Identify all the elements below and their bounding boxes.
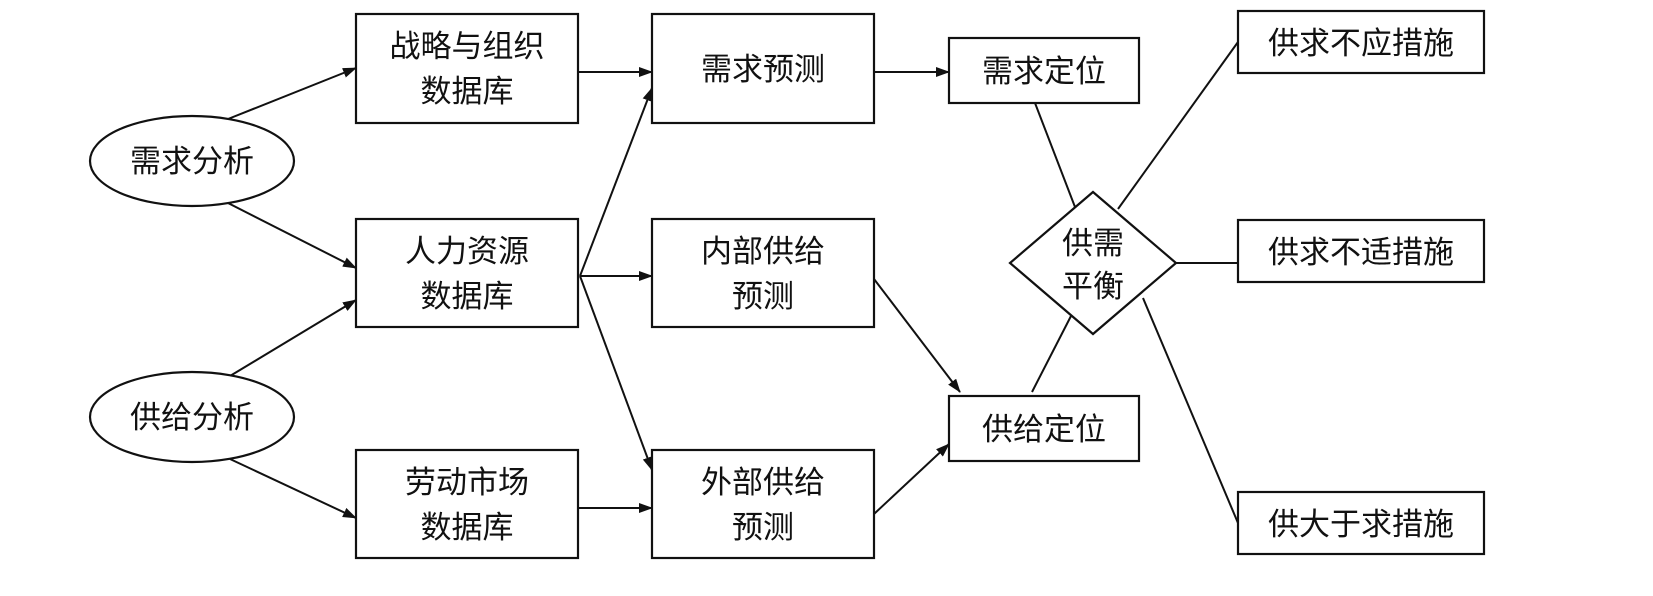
labor-db-node: 劳动市场 数据库 [354, 448, 580, 560]
arrow-hr-db-to-demand-forecast [579, 87, 653, 277]
supply-position-node: 供给定位 [947, 394, 1141, 463]
demand-position-node: 需求定位 [947, 36, 1141, 105]
external-forecast-label-line1: 外部供给 [701, 465, 825, 501]
supply-analysis-node: 供给分析 [88, 370, 296, 464]
internal-forecast-label-line2: 预测 [732, 279, 794, 315]
external-forecast-label-line2: 预测 [732, 510, 794, 546]
balance-decision-node: 供需 平衡 [1008, 190, 1178, 336]
supply-analysis-label: 供给分析 [130, 400, 254, 436]
measure-mismatch-node: 供求不适措施 [1236, 218, 1486, 284]
external-forecast-node: 外部供给 预测 [650, 448, 876, 560]
supply-position-label: 供给定位 [982, 412, 1106, 448]
measure-surplus-label: 供大于求措施 [1268, 507, 1454, 543]
arrow-demand-analysis-to-hr-db [227, 202, 357, 269]
balance-label-line1: 供需 [1062, 226, 1124, 262]
internal-forecast-label-line1: 内部供给 [701, 234, 825, 270]
demand-position-label: 需求定位 [982, 54, 1106, 90]
strategy-db-label-line1: 战略与组织 [390, 29, 545, 65]
measure-surplus-node: 供大于求措施 [1236, 490, 1486, 556]
line-balance-to-measure-shortage [1117, 41, 1239, 210]
arrow-supply-analysis-to-hr-db [229, 299, 357, 377]
demand-analysis-node: 需求分析 [88, 114, 296, 208]
demand-forecast-node: 需求预测 [650, 12, 876, 125]
balance-label-line2: 平衡 [1062, 269, 1124, 305]
measure-shortage-label: 供求不应措施 [1268, 26, 1454, 62]
arrow-internal-forecast-to-supply-position [873, 278, 961, 393]
measure-mismatch-label: 供求不适措施 [1268, 235, 1454, 271]
arrow-demand-analysis-to-strategy-db [227, 67, 357, 120]
connector-layer [227, 41, 1239, 524]
measure-shortage-node: 供求不应措施 [1236, 9, 1486, 75]
arrow-external-forecast-to-supply-position [873, 443, 950, 515]
line-balance-to-measure-surplus [1142, 297, 1239, 524]
internal-forecast-node: 内部供给 预测 [650, 217, 876, 329]
line-demand-position-to-balance [1034, 102, 1076, 208]
labor-db-label-line1: 劳动市场 [405, 465, 529, 501]
arrow-supply-analysis-to-labor-db [229, 458, 357, 519]
labor-db-label-line2: 数据库 [421, 510, 514, 546]
line-supply-position-to-balance [1031, 315, 1072, 393]
hr-db-label-line2: 数据库 [421, 279, 514, 315]
strategy-db-node: 战略与组织 数据库 [354, 12, 580, 125]
strategy-db-label-line2: 数据库 [421, 74, 514, 110]
demand-forecast-label: 需求预测 [701, 52, 825, 88]
hr-db-node: 人力资源 数据库 [354, 217, 580, 329]
demand-analysis-label: 需求分析 [130, 144, 254, 180]
hr-db-label-line1: 人力资源 [405, 234, 529, 270]
arrow-hr-db-to-external-forecast [579, 275, 653, 471]
